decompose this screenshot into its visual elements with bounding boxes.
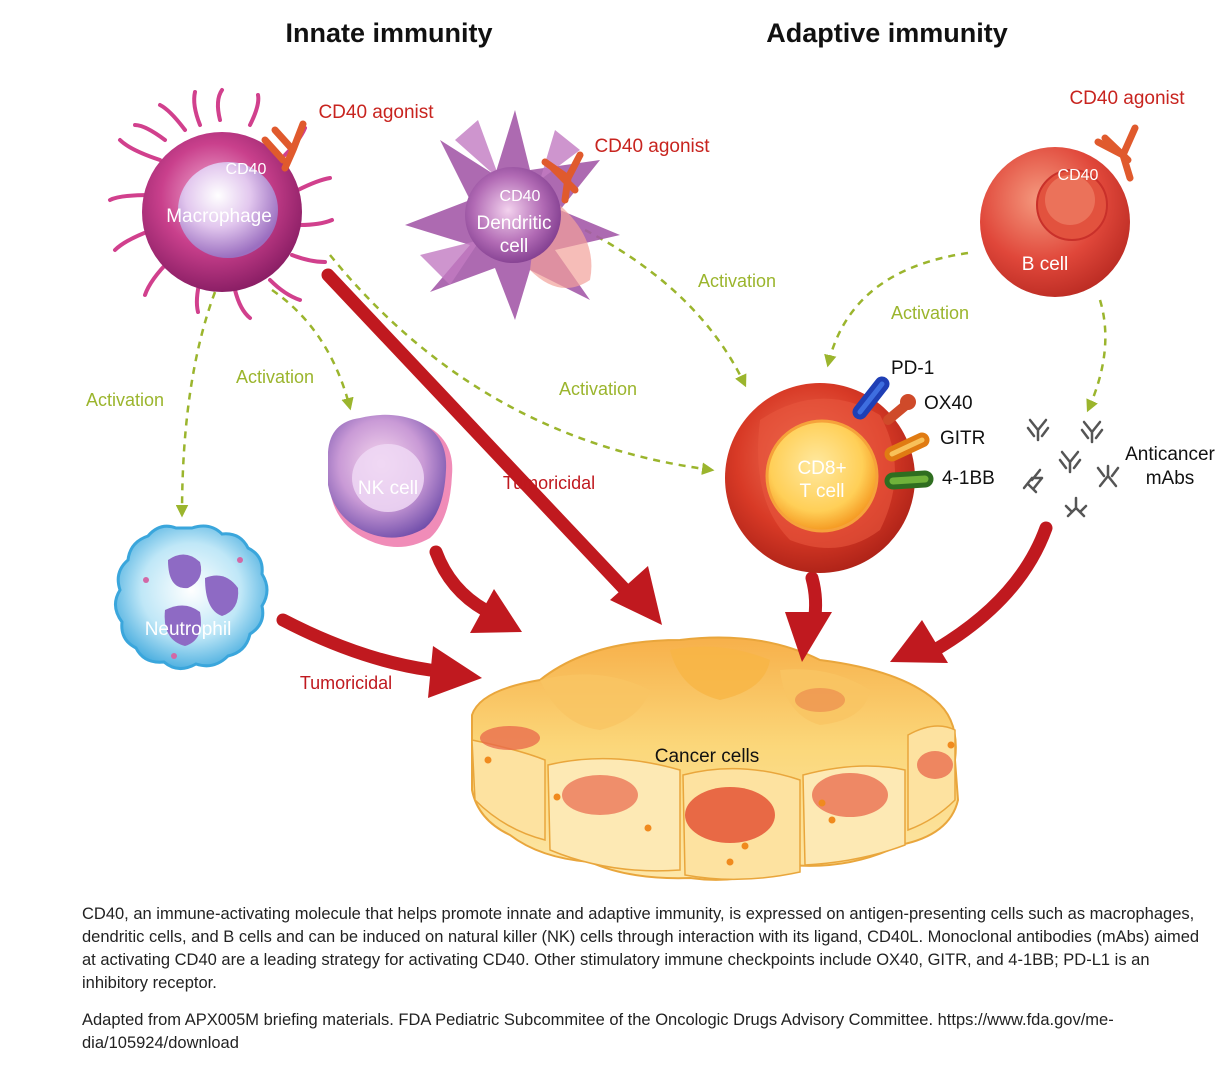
cd40-agonist-antibody-icon: [261, 120, 307, 172]
activation-arrows: [175, 228, 1107, 518]
nk-cell-label: NK cell: [358, 478, 418, 499]
receptor-label-gitr: GITR: [940, 428, 985, 449]
cd40-agonist-antibody-icon: [1094, 124, 1139, 182]
antibody-icon: [1096, 464, 1120, 488]
tcell-label-line2: T cell: [799, 481, 844, 502]
neutrophil-cell: Neutrophil: [114, 524, 269, 670]
activation-label-neutrophil: Activation: [86, 390, 164, 410]
antibody-icon: [1080, 420, 1104, 444]
macrophage-cell: CD40 Macrophage: [108, 88, 334, 320]
cd40-immunity-diagram: Innate immunity Adaptive immunity Activa…: [86, 18, 1216, 881]
receptor-label-41bb: 4-1BB: [942, 468, 995, 489]
tumoricidal-label-neutrophil: Tumoricidal: [300, 673, 392, 693]
antibody-icon: [1026, 418, 1050, 442]
macrophage-marker: CD40: [226, 161, 267, 178]
ox40-receptor-icon: [883, 394, 916, 425]
tumoricidal-arrowheads: [428, 566, 948, 698]
activation-label-bcell: Activation: [891, 303, 969, 323]
macrophage-agonist-label: CD40 agonist: [318, 102, 434, 123]
dendritic-agonist-label: CD40 agonist: [594, 136, 710, 157]
dendritic-label-line2: cell: [500, 236, 529, 257]
mabs-label-line1: Anticancer: [1125, 444, 1215, 465]
tumoricidal-arrow-macrophage: [321, 268, 637, 602]
bcell-agonist-label: CD40 agonist: [1069, 88, 1185, 109]
b-cell: CD40 B cell: [980, 147, 1130, 297]
receptor-label-ox40: OX40: [924, 393, 973, 414]
figure-caption: CD40, an immune-activating molecule that…: [82, 905, 1200, 992]
mabs-label-line2: mAbs: [1146, 468, 1195, 489]
tumoricidal-label-macrophage: Tumoricidal: [503, 473, 595, 493]
tumoricidal-arrow-neutrophil: [276, 613, 437, 677]
bcell-marker: CD40: [1058, 167, 1099, 184]
tumoricidal-arrows: [276, 268, 1053, 677]
antibody-icon: [1064, 496, 1088, 518]
bcell-label: B cell: [1022, 254, 1068, 275]
receptors: PD-1 OX40 GITR 4-1BB: [852, 358, 995, 490]
nk-cell: NK cell: [328, 414, 453, 548]
tcell-label-line1: CD8+: [797, 458, 846, 479]
tumoricidal-arrow-mabs: [928, 521, 1053, 657]
dendritic-marker: CD40: [500, 188, 541, 205]
receptor-label-pd1: PD-1: [891, 358, 934, 379]
activation-label-nk: Activation: [236, 367, 314, 387]
activation-arrow-macrophage-neutrophil: [175, 291, 217, 518]
cancer-cells-label: Cancer cells: [655, 746, 760, 767]
cd40-agonist-antibody-icon: [541, 151, 584, 204]
antibody-icon: [1022, 468, 1044, 494]
tumoricidal-arrow-nk: [429, 545, 492, 617]
figure-source: Adapted from APX005M briefing materials.…: [82, 1011, 1114, 1052]
activation-label-dendritic: Activation: [698, 271, 776, 291]
41bb-receptor-icon: [884, 470, 934, 490]
heading-innate: Innate immunity: [285, 18, 492, 48]
macrophage-label: Macrophage: [166, 206, 272, 227]
activation-arrow-macrophage-nk: [271, 288, 354, 411]
dendritic-cell: CD40 Dendritic cell: [405, 110, 620, 320]
activation-arrow-macrophage-tcell: [329, 254, 715, 475]
dendritic-label-line1: Dendritic: [477, 213, 552, 234]
cancer-cells: Cancer cells: [471, 636, 960, 881]
antibody-icon: [1058, 450, 1082, 474]
t-cell: CD8+ T cell: [725, 383, 915, 573]
anticancer-mabs: [1022, 418, 1120, 518]
pd1-receptor-icon: [852, 376, 890, 420]
gitr-receptor-icon: [884, 432, 930, 462]
activation-arrow-bcell-tcell: [824, 251, 969, 368]
activation-label-tcell-from-macrophage: Activation: [559, 379, 637, 399]
activation-arrow-dendritic-tcell: [584, 228, 747, 388]
activation-arrow-bcell-mabs: [1086, 299, 1107, 413]
heading-adaptive: Adaptive immunity: [766, 18, 1008, 48]
neutrophil-label: Neutrophil: [145, 619, 232, 640]
